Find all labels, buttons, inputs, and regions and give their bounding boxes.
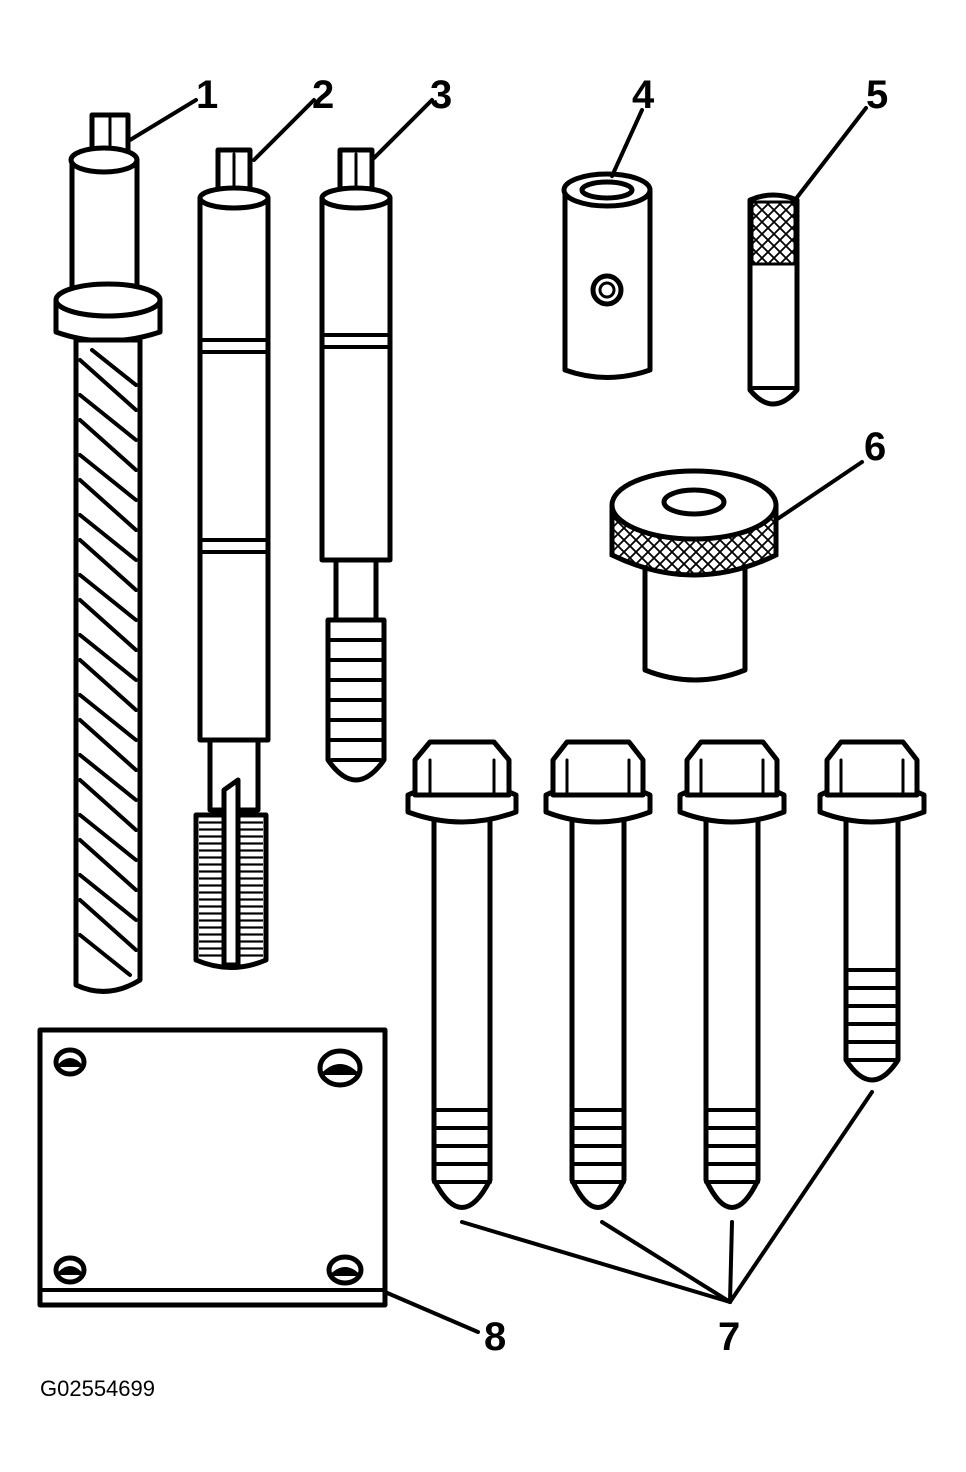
callout-3: 3 xyxy=(430,73,452,117)
knurled-pin-item-5 xyxy=(747,192,800,407)
plate-holes xyxy=(53,1047,364,1286)
drill-bit-item-1 xyxy=(53,112,163,994)
callout-5: 5 xyxy=(866,73,888,117)
tap-item-2 xyxy=(193,147,271,970)
callout-2: 2 xyxy=(312,73,334,117)
callout-8: 8 xyxy=(484,1315,506,1359)
callout-1: 1 xyxy=(196,73,218,117)
bolt-2 xyxy=(543,739,653,1210)
bolt-4 xyxy=(817,739,927,1083)
callout-6: 6 xyxy=(864,425,886,469)
tool-3-threads xyxy=(328,638,384,762)
callout-7: 7 xyxy=(718,1315,740,1359)
threaded-tool-item-3 xyxy=(319,147,393,783)
knurled-bushing-item-6 xyxy=(609,468,779,683)
leader-lines xyxy=(128,98,874,1334)
sleeve-item-4 xyxy=(561,171,653,380)
figure-id: G02554699 xyxy=(40,1376,155,1401)
callout-4: 4 xyxy=(632,73,655,117)
bolt-1 xyxy=(405,739,519,1210)
bolt-3 xyxy=(677,739,787,1210)
drill-flutes xyxy=(78,348,138,977)
plate-item-8 xyxy=(37,1027,388,1308)
